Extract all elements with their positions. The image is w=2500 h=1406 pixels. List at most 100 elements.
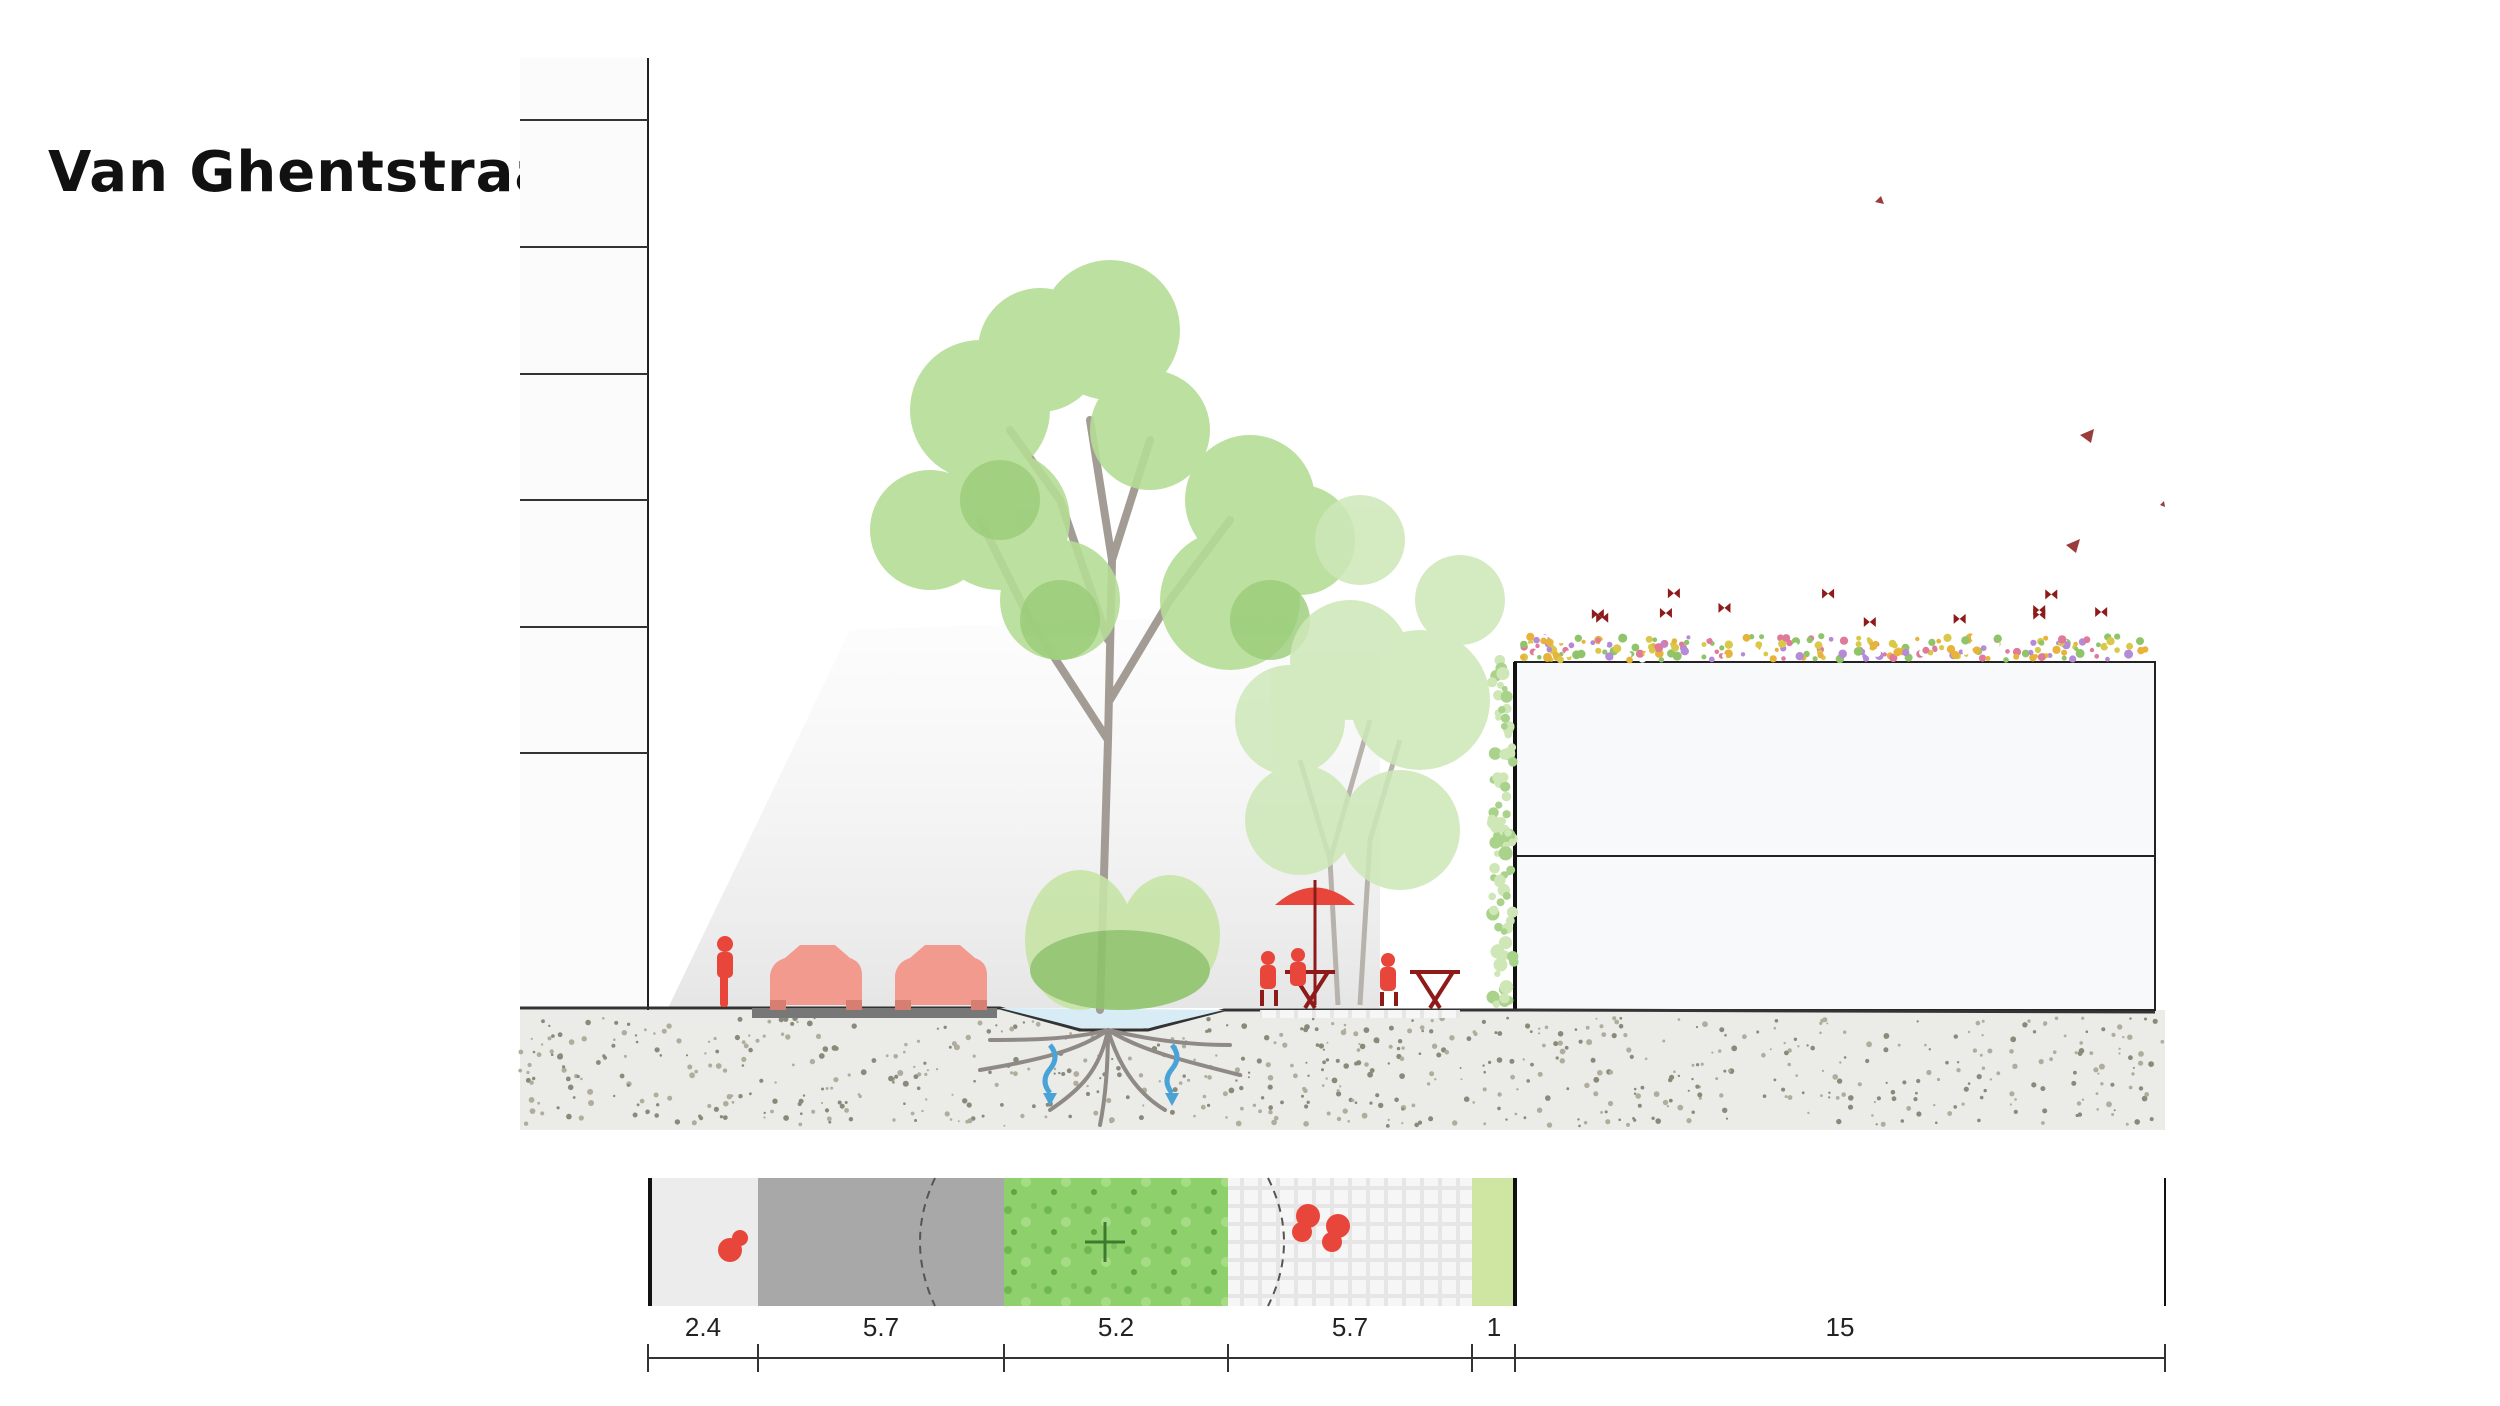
roof-flower (1595, 647, 1602, 654)
soil-dot (1626, 1047, 1632, 1053)
roof-flower (2109, 650, 2115, 655)
roof-flower (2021, 649, 2030, 658)
soil-dot (738, 1094, 743, 1099)
soil-dot (1781, 1087, 1786, 1092)
soil-dot (1819, 1031, 1822, 1035)
soil-dot (1301, 1094, 1304, 1098)
soil-dot (825, 1087, 829, 1090)
soil-dot (935, 1068, 939, 1071)
soil-dot (2149, 1117, 2154, 1122)
soil-dot (1290, 1063, 1294, 1068)
soil-dot (2081, 1016, 2085, 1020)
roof-flower (1970, 633, 1979, 642)
car-icon (895, 945, 987, 1010)
soil-dot (1411, 1019, 1414, 1022)
soil-dot (1953, 1034, 1959, 1039)
roof-flower (1528, 643, 1534, 649)
soil-dot (1093, 1110, 1099, 1116)
soil-dot (713, 1036, 717, 1041)
soil-dot (2134, 1119, 2140, 1125)
roof-flower (1943, 633, 1952, 643)
soil-dot (1727, 1069, 1731, 1073)
soil-dot (1083, 1058, 1088, 1063)
soil-dot (802, 1094, 806, 1097)
soil-dot (1303, 1088, 1308, 1093)
soil-dot (1916, 1020, 1919, 1023)
soil-dot (767, 1019, 772, 1024)
soil-dot (834, 1046, 839, 1051)
soil-dot (1099, 1077, 1102, 1080)
butterfly-icon (1591, 609, 1604, 620)
soil-dot (1640, 1085, 1645, 1090)
soil-dot (1522, 1058, 1525, 1061)
vine-leaf (1504, 730, 1512, 739)
soil-dot (830, 1086, 834, 1090)
soil-dot (1756, 1030, 1760, 1034)
roof-flower (1951, 650, 1960, 660)
soil-dot (1096, 1090, 1100, 1094)
roof-flower (1648, 645, 1653, 650)
roof-flower (2057, 635, 2067, 644)
vine-leaf (1501, 685, 1508, 692)
soil-dot (1936, 1077, 1941, 1082)
vine-leaf (1499, 993, 1510, 1004)
soil-dot (824, 1108, 830, 1113)
soil-dot (1564, 1045, 1569, 1050)
soil-dot (1258, 1109, 1262, 1114)
soil-dot (2110, 1082, 2115, 1087)
roof-flower (1781, 656, 1786, 661)
soil-dot (1181, 1044, 1187, 1049)
butterfly-icon (1667, 588, 1680, 599)
soil-dot (1375, 1093, 1380, 1098)
soil-dot (698, 1114, 702, 1119)
roof-flower (1962, 648, 1969, 655)
soil-dot (1832, 1074, 1838, 1080)
roof-flower (2106, 637, 2115, 646)
soil-dot (1354, 1101, 1358, 1104)
soil-dot (1983, 1088, 1987, 1093)
roof-flower (1888, 639, 1897, 648)
soil-dot (1806, 1044, 1809, 1047)
soil-dot (1421, 1029, 1424, 1033)
soil-dot (1783, 1041, 1786, 1045)
soil-dot (1331, 1077, 1338, 1084)
soil-dot (2152, 1018, 2158, 1024)
soil-dot (800, 1112, 803, 1115)
soil-dot (1138, 1073, 1144, 1078)
bird-icon (1875, 196, 2165, 553)
roof-flower (1774, 647, 1779, 653)
soil-dot (1972, 1048, 1978, 1053)
soil-dot (1009, 1026, 1015, 1032)
roof-flower (1932, 646, 1938, 653)
soil-dot (1897, 1043, 1901, 1047)
vine-leaf (1488, 892, 1496, 901)
soil-dot (1883, 1033, 1890, 1039)
roof-flower (1767, 635, 1772, 640)
roof-flower (2052, 645, 2061, 654)
roof-flower (1577, 649, 1586, 659)
soil-dot (537, 1101, 541, 1105)
soil-dot (528, 1097, 535, 1103)
soil-dot (2040, 1086, 2046, 1092)
soil-dot (1574, 1028, 1578, 1031)
roof-flower (1606, 641, 1613, 648)
plan-terrace (1228, 1178, 1472, 1306)
roof-flower (1658, 657, 1665, 663)
soil-dot (532, 1076, 536, 1081)
width-label-building: 15 (1826, 1312, 1855, 1342)
soil-dot (527, 1062, 532, 1068)
roof-flower (1946, 645, 1956, 654)
roof-flower (1751, 646, 1760, 655)
roof-flower (1535, 643, 1540, 649)
soil-dot (1583, 1121, 1588, 1125)
soil-dot (1769, 1048, 1772, 1051)
soil-dot (1698, 1096, 1702, 1100)
butterfly-icon (1596, 612, 1609, 623)
soil-dot (1865, 1058, 1870, 1064)
soil-dot (1373, 1037, 1380, 1044)
roof-flower (1786, 639, 1793, 647)
soil-dot (858, 1094, 862, 1099)
soil-dot (659, 1054, 663, 1057)
soil-dot (1411, 1103, 1416, 1108)
soil-dot (523, 1121, 529, 1126)
